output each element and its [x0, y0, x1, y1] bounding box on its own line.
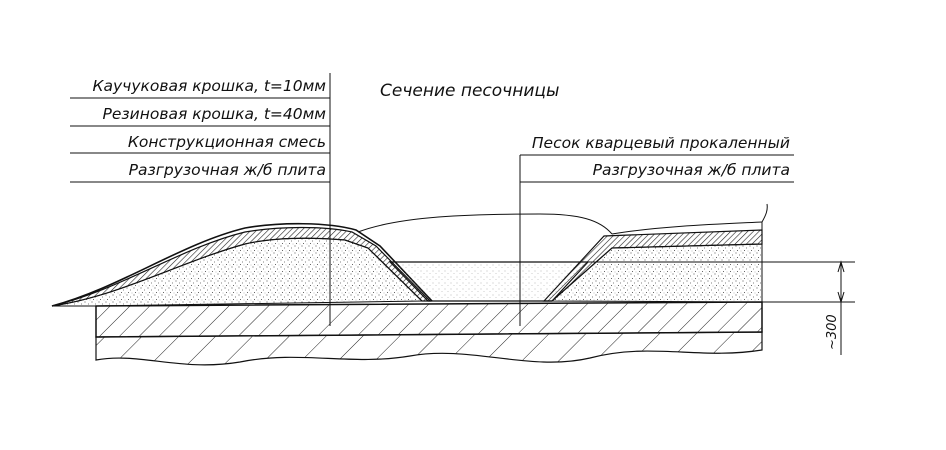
right-callout-layer-2: Разгрузочная ж/б плита: [593, 161, 790, 179]
left-callout-layer-3: Конструкционная смесь: [128, 133, 326, 151]
section-title: Сечение песочницы: [380, 81, 559, 101]
left-mound-rubber: [51, 226, 432, 307]
dimension-label: ~300: [825, 314, 840, 350]
left-mound-mix: [51, 237, 424, 307]
left-callout-layer-4: Разгрузочная ж/б плита: [129, 161, 326, 179]
right-callout-layer-1: Песок кварцевый прокаленный: [532, 134, 790, 152]
left-callout-layer-2: Резиновая крошка, t=40мм: [103, 105, 327, 123]
ground-layer: [95, 331, 763, 366]
concrete-slab: [95, 301, 763, 338]
left-callout-layer-1: Каучуковая крошка, t=10мм: [93, 77, 327, 95]
